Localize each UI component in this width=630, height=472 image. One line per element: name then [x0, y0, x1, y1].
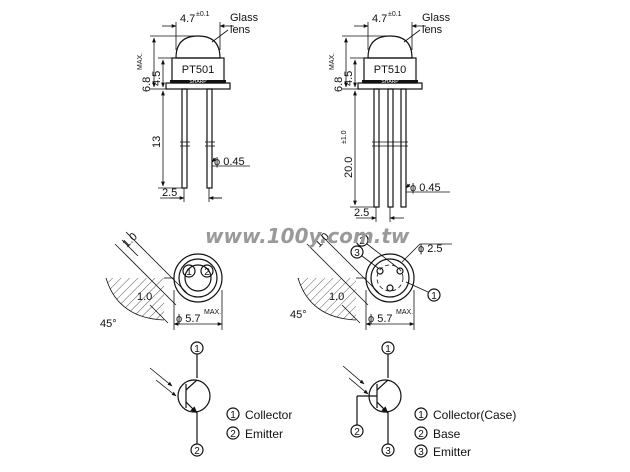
right-callout-3-label: 3 — [354, 248, 360, 259]
left-glass-lens — [175, 35, 221, 59]
right-height-max-tag: MAX. — [329, 53, 336, 70]
left-pin-1-circle — [182, 264, 196, 278]
right-side-view: PT510 SHARP 4.7 ±0.1 Glass lens 6.8 MAX.… — [329, 11, 451, 222]
right-outer-circle — [365, 253, 415, 303]
right-outer-diameter-max: MAX. — [396, 309, 413, 316]
right-model-label: PT510 — [374, 64, 406, 76]
right-lens-tolerance: ±0.1 — [388, 11, 402, 18]
right-lead-2 — [387, 88, 394, 208]
right-outer-diameter: ϕ 5.7 — [368, 313, 393, 325]
left-angle: 45° — [100, 318, 117, 330]
left-pin-2-circle — [200, 264, 214, 278]
right-legend-3: Emitter — [433, 445, 471, 459]
left-height-max: 6.8 — [141, 77, 153, 92]
left-outer-circle — [173, 253, 223, 303]
right-callout-1 — [427, 288, 441, 302]
right-glass-label-1: Glass — [422, 12, 451, 24]
left-model-label: PT501 — [182, 64, 214, 76]
right-pin-b — [396, 267, 404, 275]
left-pitch: 2.5 — [162, 187, 177, 199]
right-lead-diameter: ϕ 0.45 — [410, 182, 441, 194]
right-pin-circle — [376, 264, 404, 292]
right-callout-1-label: 1 — [431, 291, 437, 302]
left-legend-2: Emitter — [245, 427, 283, 441]
left-bottom-dim-2: 1.0 — [137, 291, 152, 303]
left-glass-label-1: Glass — [230, 12, 259, 24]
right-legend-1: Collector(Case) — [433, 408, 516, 422]
right-glass-label-2: lens — [422, 24, 443, 36]
watermark: www.100y.com.tw — [205, 224, 410, 248]
left-side-view: PT501 SHARP 4.7 ±0.1 Glass lens 6.8 MAX.… — [137, 11, 259, 202]
right-sch-pin-2 — [350, 424, 364, 438]
left-brand-stripe — [170, 80, 226, 83]
right-sch-pin-1-label: 1 — [385, 344, 391, 355]
left-brand-label: SHARP — [189, 79, 207, 85]
right-pin-c — [386, 284, 394, 292]
left-sch-pin-2 — [190, 443, 204, 457]
right-legend-2: Base — [433, 427, 461, 441]
right-lead-length: 20.0 — [343, 157, 355, 178]
left-outer-diameter: ϕ 5.7 — [176, 313, 201, 325]
left-lead-length: 13 — [151, 136, 163, 148]
right-pin-circle-diameter: ϕ 2.5 — [418, 243, 443, 255]
right-callout-3 — [350, 245, 364, 259]
left-height-max-tag: MAX. — [137, 53, 144, 70]
right-brand-label: SHARP — [381, 79, 399, 85]
right-lens-width: 4.7 — [372, 13, 387, 25]
left-glass-label-2: lens — [230, 24, 251, 36]
right-legend-3-num: 3 — [418, 447, 424, 458]
left-sch-pin-1-label: 1 — [194, 344, 200, 355]
left-lead-diameter: ϕ 0.45 — [214, 156, 245, 168]
right-pitch: 2.5 — [354, 207, 369, 219]
left-pin-1-label: 1 — [186, 267, 192, 278]
right-legend-1-num: 1 — [418, 410, 424, 421]
right-sch-pin-2-label: 2 — [354, 427, 360, 438]
left-sch-pin-2-label: 2 — [194, 446, 200, 457]
left-legend-2-num: 2 — [230, 429, 236, 440]
left-lens-tolerance: ±0.1 — [196, 11, 210, 18]
right-schematic: 1 2 3 1 Collector(Case) 2 Base 3 Emitter — [342, 341, 516, 459]
left-lead-1 — [181, 88, 188, 189]
right-sch-pin-3-label: 3 — [385, 446, 391, 457]
left-lens-width: 4.7 — [180, 13, 195, 25]
right-lead-3 — [400, 88, 407, 208]
left-outer-diameter-max: MAX. — [204, 309, 221, 316]
right-legend-2-num: 2 — [418, 429, 424, 440]
right-sch-pin-3 — [381, 443, 395, 457]
left-bottom-view: 1 2 1.0 1.0 45° ϕ 5.7 MAX. — [100, 231, 223, 330]
right-body-height: 4.5 — [343, 71, 355, 86]
left-lead-2 — [206, 88, 213, 189]
left-body-height: 4.5 — [151, 71, 163, 86]
right-glass-lens — [367, 35, 413, 59]
right-bottom-dim-2: 1.0 — [329, 291, 344, 303]
right-brand-stripe — [362, 80, 418, 83]
left-bottom-dim-1: 1.0 — [121, 231, 140, 250]
left-transistor-circle — [177, 379, 211, 413]
right-callout-2 — [355, 233, 369, 247]
right-angle: 45° — [290, 309, 307, 321]
right-height-max: 6.8 — [333, 77, 345, 92]
left-schematic: 1 2 1 Collector 2 Emitter — [149, 341, 292, 457]
right-lead-1 — [373, 88, 380, 208]
left-legend-1: Collector — [245, 408, 292, 422]
left-pin-2-label: 2 — [204, 267, 210, 278]
right-lead-tolerance: ±1.0 — [341, 130, 348, 144]
right-pin-a — [376, 267, 384, 275]
left-legend-1-num: 1 — [230, 410, 236, 421]
right-callout-2-label: 2 — [359, 236, 365, 247]
